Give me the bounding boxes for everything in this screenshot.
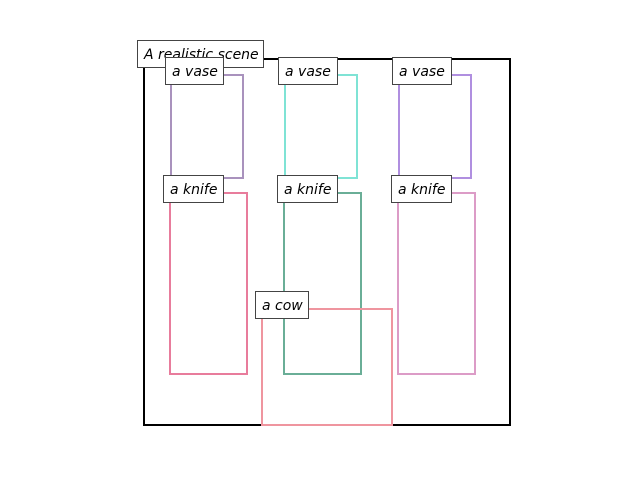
knife-label-box	[277, 175, 338, 203]
knife-object-5	[283, 192, 362, 375]
cow-object-7	[261, 308, 393, 426]
knife-bounding-box	[283, 192, 362, 375]
vase-label-text: a vase	[285, 64, 331, 80]
vase-label-text: a vase	[172, 64, 218, 80]
cow-label-text: a cow	[262, 298, 303, 314]
vase-label-text: a vase	[399, 64, 445, 80]
knife-bounding-box	[397, 192, 476, 375]
knife-label-text: a knife	[284, 182, 331, 198]
cow-bounding-box	[261, 308, 393, 426]
knife-object-4	[169, 192, 248, 375]
vase-object-1	[170, 74, 244, 179]
vase-bounding-box	[170, 74, 244, 179]
vase-bounding-box	[284, 74, 358, 179]
knife-label-text: a knife	[398, 182, 445, 198]
vase-label-box	[278, 57, 338, 85]
knife-label-text: a knife	[170, 182, 217, 198]
scene-frame	[143, 58, 511, 426]
vase-object-2	[284, 74, 358, 179]
cow-label-box	[255, 291, 309, 319]
knife-label-box	[391, 175, 452, 203]
vase-label-box	[392, 57, 452, 85]
object-boxes: a vase a vase a vase a knife a knife a knife a…	[163, 57, 476, 426]
vase-label-box	[165, 57, 224, 85]
knife-object-6	[397, 192, 476, 375]
vase-object-3	[398, 74, 472, 179]
knife-label-box	[163, 175, 224, 203]
vase-bounding-box	[398, 74, 472, 179]
knife-bounding-box	[169, 192, 248, 375]
